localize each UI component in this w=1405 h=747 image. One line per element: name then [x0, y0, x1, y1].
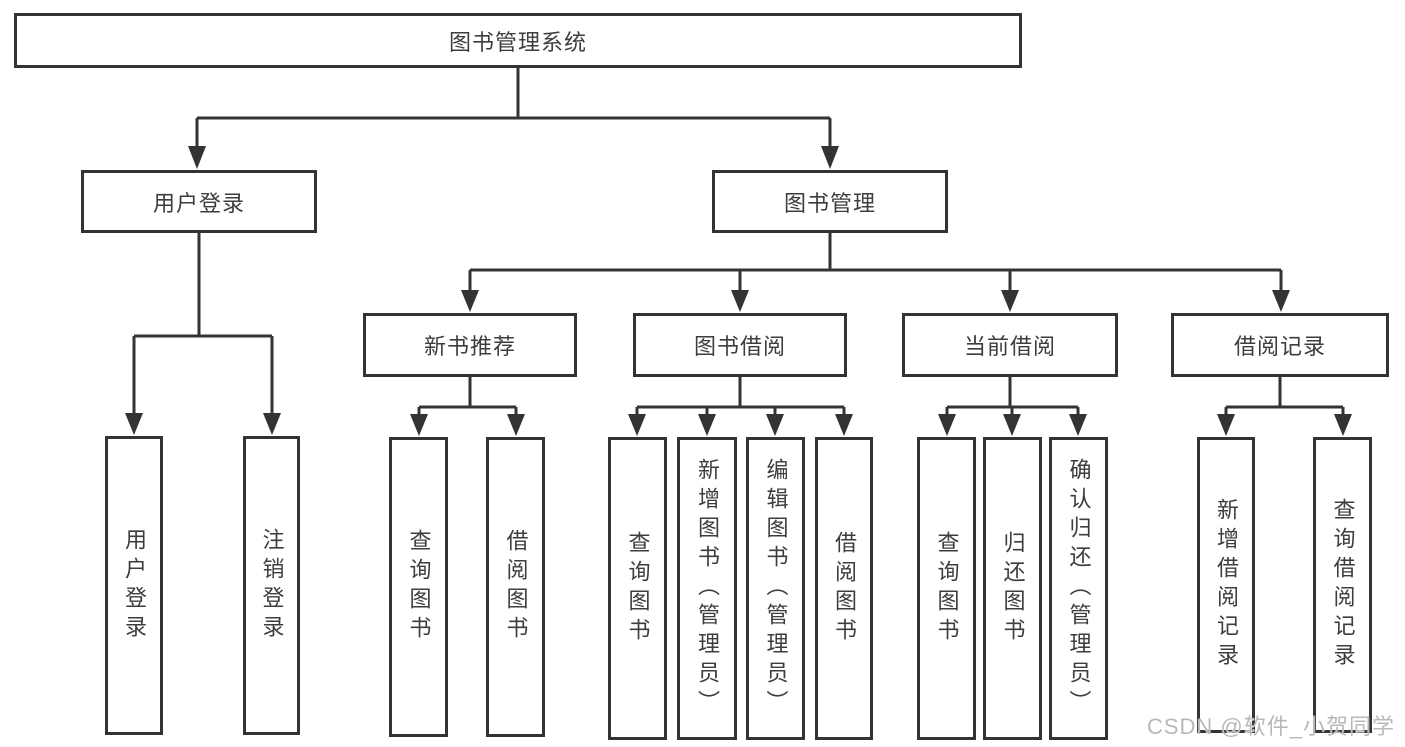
leaf-query-books-borrowing: 查询图书 — [608, 437, 667, 740]
leaf-query-borrow-record: 查询借阅记录 — [1313, 437, 1372, 733]
node-borrowing-records: 借阅记录 — [1171, 313, 1389, 377]
node-current-borrowing: 当前借阅 — [902, 313, 1118, 377]
leaf-borrow-books: 借阅图书 — [815, 437, 873, 740]
leaf-logout: 注销登录 — [243, 436, 300, 735]
watermark: CSDN @软件_小贺同学 — [1146, 714, 1395, 739]
leaf-borrow-books-recommend: 借阅图书 — [486, 437, 545, 737]
leaf-query-books-recommend: 查询图书 — [389, 437, 448, 737]
leaf-add-borrow-record: 新增借阅记录 — [1197, 437, 1255, 733]
node-library-management-system: 图书管理系统 — [14, 13, 1022, 68]
node-book-management: 图书管理 — [712, 170, 948, 233]
node-user-login: 用户登录 — [81, 170, 317, 233]
leaf-return-books: 归还图书 — [983, 437, 1042, 740]
leaf-add-books-admin: 新增图书（管理员） — [677, 437, 737, 740]
leaf-edit-books-admin: 编辑图书（管理员） — [746, 437, 805, 740]
leaf-query-books-current: 查询图书 — [917, 437, 976, 740]
leaf-user-login: 用户登录 — [105, 436, 163, 735]
node-book-borrowing: 图书借阅 — [633, 313, 847, 377]
leaf-confirm-return-admin: 确认归还（管理员） — [1049, 437, 1108, 740]
node-new-book-recommend: 新书推荐 — [363, 313, 577, 377]
